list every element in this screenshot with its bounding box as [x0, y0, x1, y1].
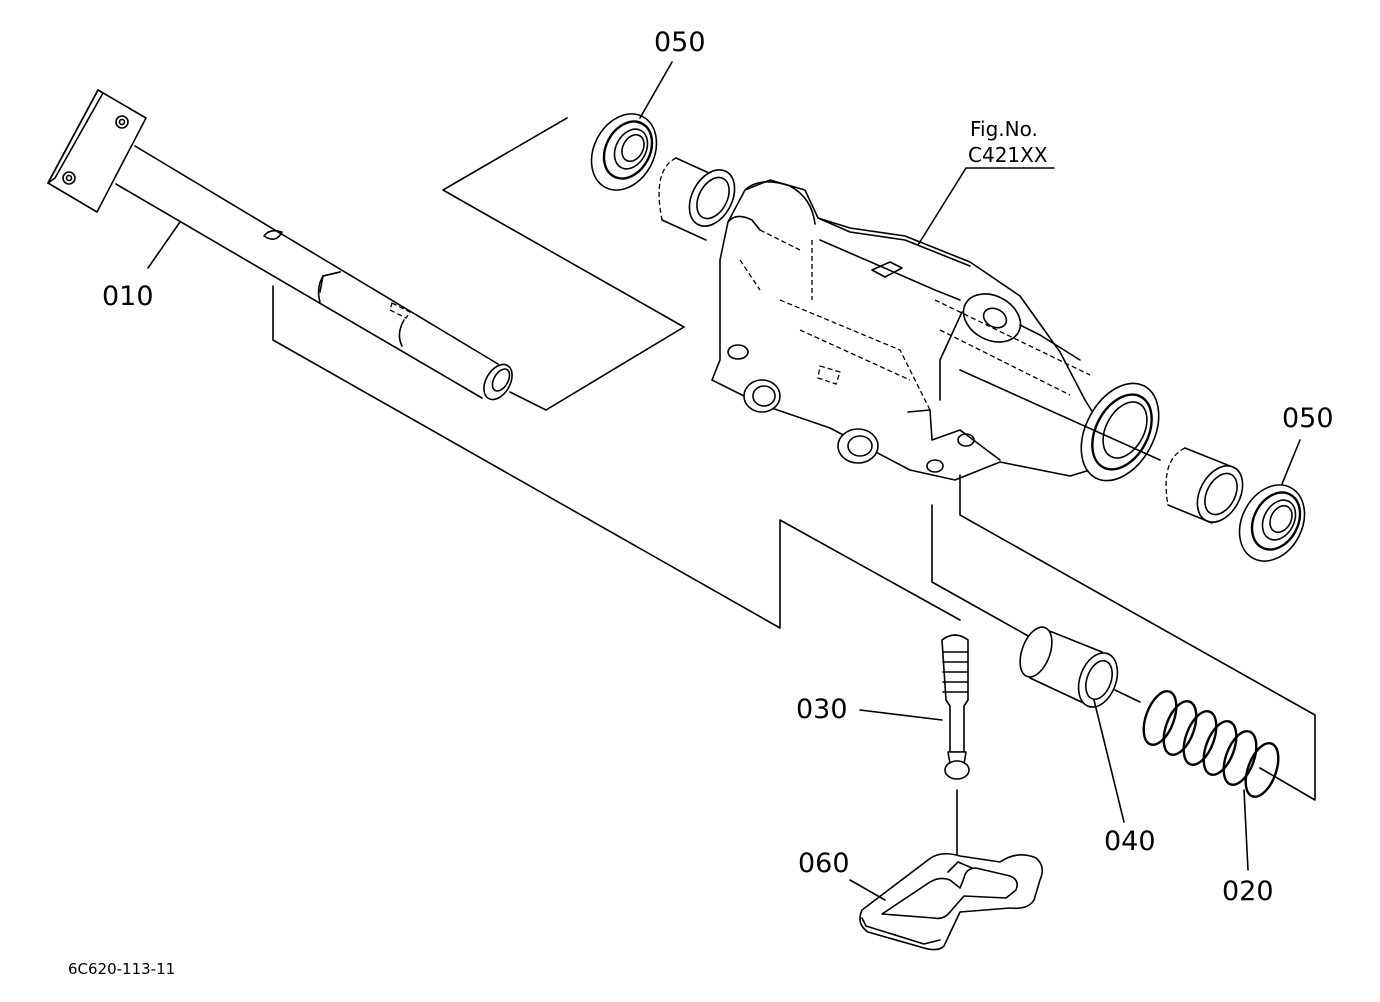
callout-010: 010 — [102, 281, 154, 312]
callout-040: 040 — [1104, 826, 1156, 857]
alignment-line-010 — [272, 285, 961, 629]
drawing-code: 6C620-113-11 — [68, 960, 175, 978]
alignment-line-040 — [931, 504, 1031, 638]
valve-body-housing — [711, 179, 1160, 482]
part-010-shaft — [47, 89, 513, 401]
part-060-plate — [859, 852, 1044, 951]
part-050-seal-top — [590, 113, 658, 191]
alignment-line-050-top — [442, 117, 685, 411]
callout-leaders — [147, 61, 1301, 901]
part-040-sleeve — [1019, 626, 1141, 708]
callout-050-top: 050 — [654, 27, 706, 58]
bushing-top — [658, 157, 736, 241]
callout-020: 020 — [1222, 876, 1274, 907]
alignment-line-spring — [959, 474, 1316, 801]
fig-number: C421XX — [968, 143, 1048, 167]
fig-label: Fig.No. — [970, 117, 1038, 141]
callout-030: 030 — [796, 694, 848, 725]
part-030-plunger — [941, 634, 970, 881]
callout-050-right: 050 — [1282, 403, 1334, 434]
bushing-right — [1165, 447, 1244, 524]
part-050-seal-right — [1238, 484, 1306, 562]
alignment-line-right-axis — [959, 369, 1161, 461]
callout-060: 060 — [798, 848, 850, 879]
fig-number-leader — [917, 167, 1055, 246]
part-020-spring — [1142, 690, 1280, 798]
